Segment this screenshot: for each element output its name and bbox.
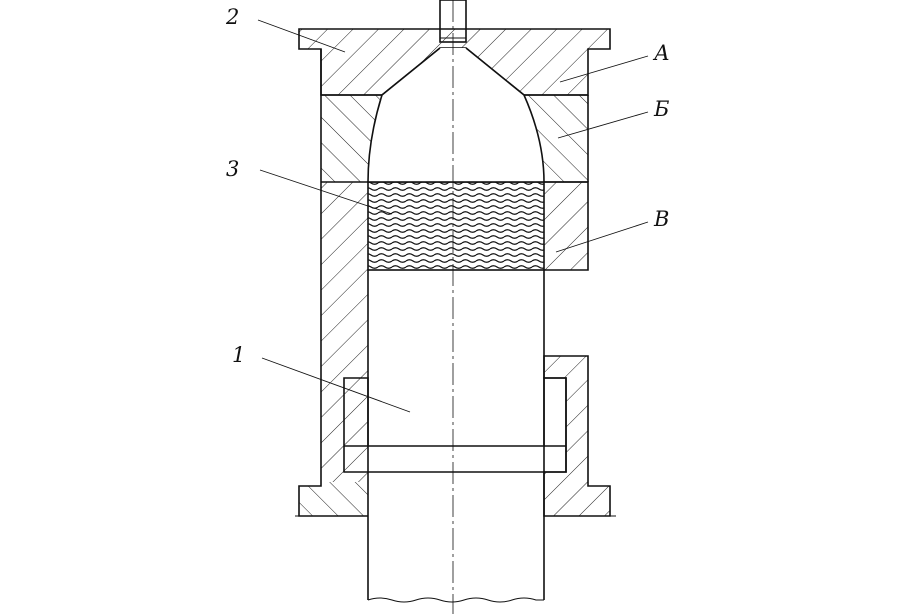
label-part-1: 1 [232,343,245,367]
label-part-3: 3 [226,157,239,181]
lower-ring [544,181,589,271]
punch-body [367,270,545,603]
label-zone-a: А [652,41,670,65]
lower-guide [543,355,616,517]
fiber-layer [367,181,545,271]
lower-left-flange [295,482,368,517]
label-part-2: 2 [225,5,239,29]
container-left-wall [320,49,368,482]
middle-ring [321,94,589,183]
label-zone-v: В [653,207,669,231]
label-zone-b: Б [653,97,669,121]
punch-holder [343,377,567,473]
dome-cavity [367,47,545,183]
leader-lines [257,19,649,413]
